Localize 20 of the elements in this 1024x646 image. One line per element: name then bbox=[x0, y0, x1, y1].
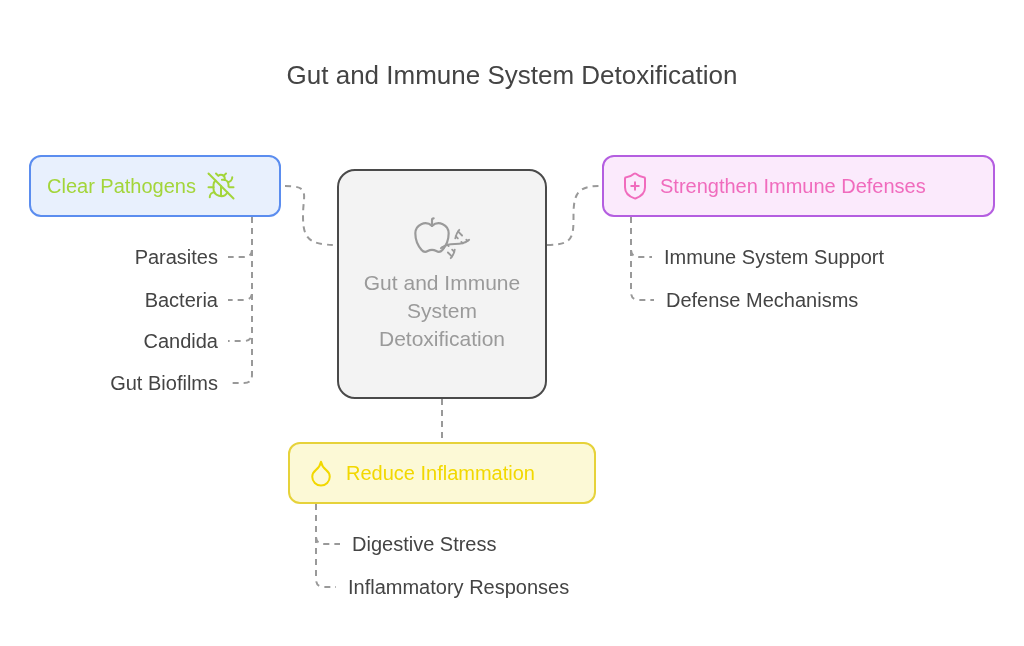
category-box bbox=[602, 155, 995, 217]
item-label: Defense Mechanisms bbox=[666, 288, 859, 312]
dashed-connector bbox=[546, 185, 601, 246]
dashed-connector bbox=[630, 216, 655, 301]
item-label: Bacteria bbox=[144, 288, 218, 312]
category-box bbox=[29, 155, 281, 217]
box-title: Gut and Immune System Detoxification bbox=[362, 270, 522, 352]
category-title: Clear Pathogens bbox=[47, 174, 196, 198]
item-label: Candida bbox=[143, 329, 218, 353]
category-title: Strengthen Immune Defenses bbox=[660, 174, 926, 198]
item-label: Gut Biofilms bbox=[110, 371, 218, 395]
item-label: Parasites bbox=[134, 245, 218, 269]
central-box bbox=[337, 169, 547, 399]
diagram-title: Gut and Immune System Detoxification bbox=[285, 60, 739, 91]
category-box bbox=[288, 442, 596, 504]
item-label: Inflammatory Responses bbox=[348, 575, 570, 599]
category-title: Reduce Inflammation bbox=[346, 461, 535, 485]
item-label: Digestive Stress bbox=[352, 532, 497, 556]
item-label: Immune System Support bbox=[664, 245, 885, 269]
dashed-connector bbox=[315, 503, 337, 588]
